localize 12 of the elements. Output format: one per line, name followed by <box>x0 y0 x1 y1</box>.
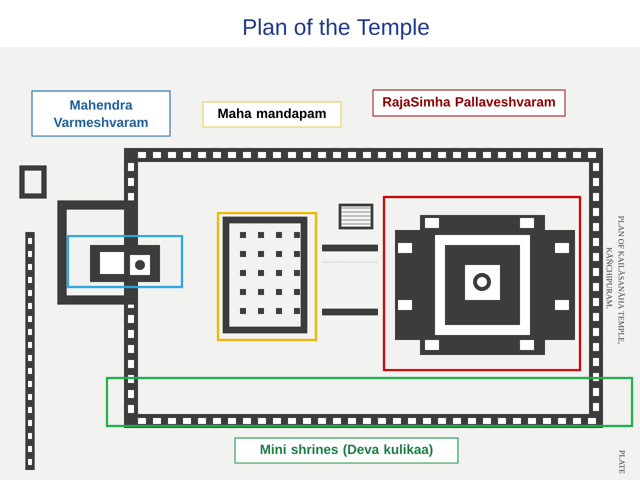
highlight-box <box>106 376 634 428</box>
label-box: Mini shrines (Deva kulikaa) <box>234 437 459 464</box>
highlight-box <box>66 234 184 288</box>
highlight-box <box>382 196 582 372</box>
label-box: Mahendra Varmeshvaram <box>31 90 171 137</box>
title: Plan of the Temple <box>244 18 429 40</box>
plate-caption: PLATE <box>619 450 625 474</box>
label-box: RajaSimha Pallaveshvaram <box>372 89 566 117</box>
highlight-box <box>216 212 318 342</box>
plate-caption: PLAN OF KAILĀSANĀHA TEMPLE, <box>617 216 625 344</box>
plate-caption: KĀÑCHIPURAM. <box>606 247 614 308</box>
label-box: Maha mandapam <box>202 101 342 128</box>
